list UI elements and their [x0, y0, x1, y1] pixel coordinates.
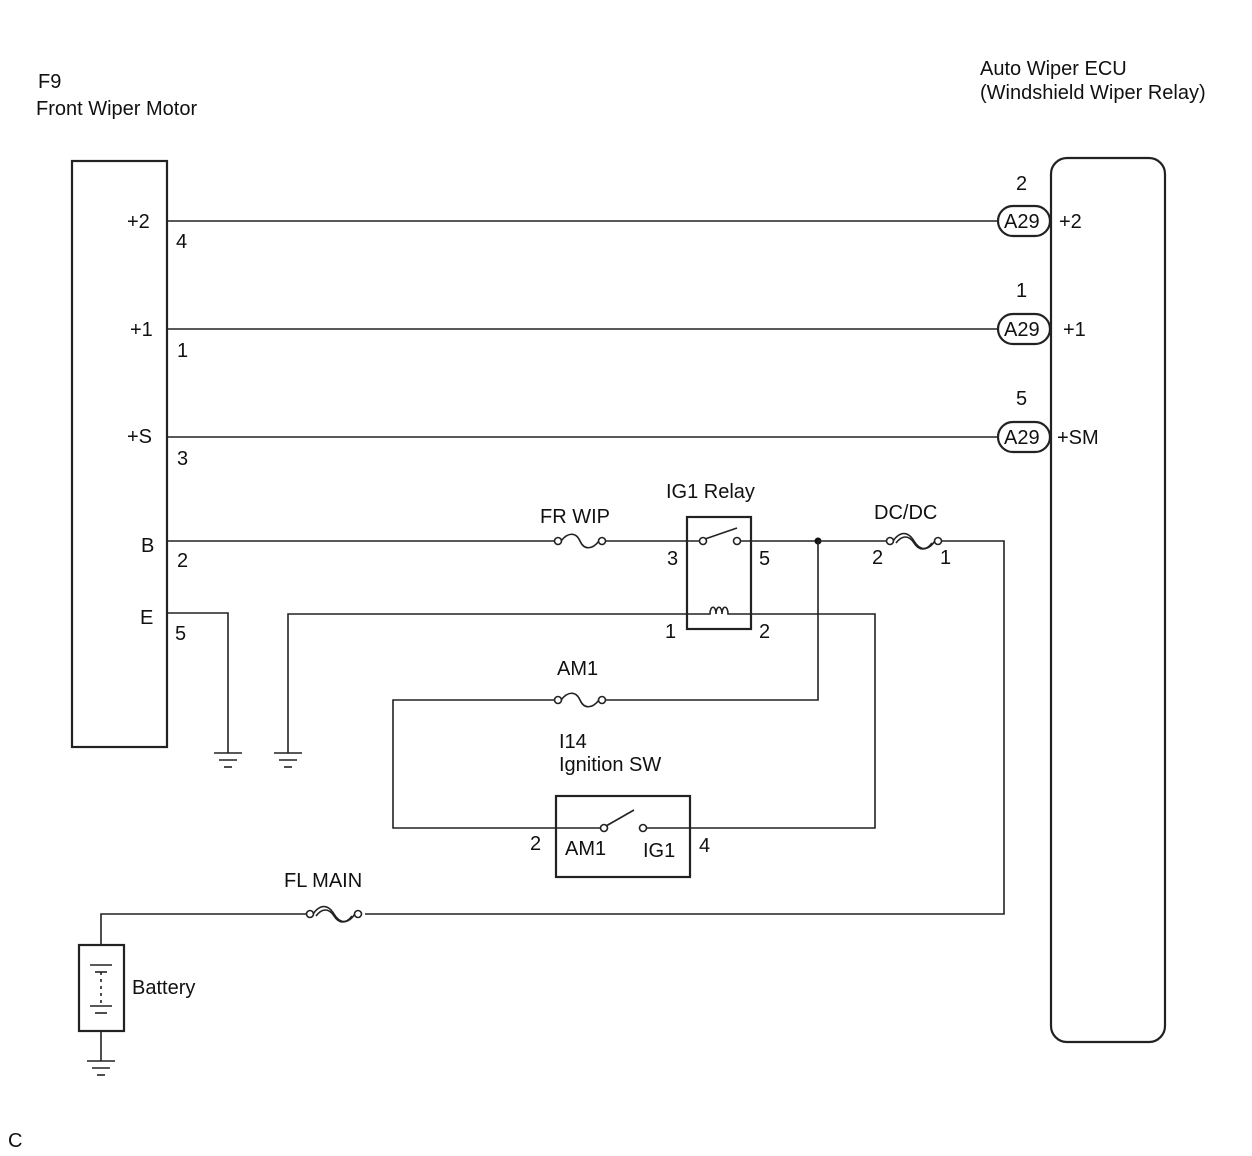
motor-pin-5: 5: [175, 623, 186, 645]
motor-name: Front Wiper Motor: [36, 98, 197, 120]
relay-pin-1: 1: [665, 621, 676, 643]
wire-relay-coil-to-ig1: [646, 613, 876, 829]
dcdc-pin-2: 2: [872, 547, 883, 569]
ecu-pin-2: 2: [1016, 173, 1027, 195]
motor-pin-1: 1: [177, 340, 188, 362]
fl-main-fusible-link: FL MAIN: [284, 870, 363, 923]
am1-label: AM1: [557, 658, 598, 680]
relay-pin-3: 3: [667, 548, 678, 570]
battery: Battery: [77, 943, 195, 1033]
ignition-box: [554, 794, 692, 879]
ecu-connector-a29-plus1-label: A29: [1004, 319, 1040, 341]
ignition-term-ig1: IG1: [643, 840, 675, 862]
auto-wiper-ecu: Auto Wiper ECU (Windshield Wiper Relay) …: [980, 58, 1206, 1044]
ig1-relay: IG1 Relay 3 5 1 2: [665, 481, 770, 643]
ig1-relay-coil: [706, 606, 734, 615]
ecu-terminal-plus2: +2: [1059, 211, 1082, 233]
dcdc-fusible-link: DC/DC 2 1: [872, 502, 951, 569]
ecu-connector-a29-plus-sm-label: A29: [1004, 427, 1040, 449]
fr-wip-label: FR WIP: [540, 506, 610, 528]
ignition-code: I14: [559, 731, 587, 753]
battery-label: Battery: [132, 977, 195, 999]
wire-am1-to-ignition: [392, 699, 602, 829]
corner-mark: C: [8, 1130, 22, 1152]
wire-fl-main-to-battery: [100, 913, 307, 945]
ground-symbol-e: [214, 752, 242, 768]
wire-dcdc-to-fl-main: [365, 540, 1005, 915]
ecu-terminal-plus1: +1: [1063, 319, 1086, 341]
relay-pin-5: 5: [759, 548, 770, 570]
fl-main-label: FL MAIN: [284, 870, 362, 892]
ground-symbol-battery: [87, 1060, 115, 1076]
ignition-switch: I14 Ignition SW AM1 IG1 2 4: [530, 731, 710, 879]
fr-wip-fuse: FR WIP: [540, 506, 610, 549]
motor-terminal-plus2: +2: [127, 211, 150, 233]
ecu-terminal-plus-sm: +SM: [1057, 427, 1099, 449]
ignition-term-am1: AM1: [565, 838, 606, 860]
ignition-pin-4: 4: [699, 835, 710, 857]
motor-code: F9: [38, 71, 61, 93]
motor-box: [70, 159, 169, 749]
front-wiper-motor: F9 Front Wiper Motor +2 4 +1 1 +S 3 B 2 …: [36, 71, 197, 749]
motor-terminal-plus1: +1: [130, 319, 153, 341]
motor-terminal-plus-s: +S: [127, 426, 152, 448]
am1-fuse: AM1: [553, 658, 607, 708]
ecu-pin-1: 1: [1016, 280, 1027, 302]
ignition-pin-2: 2: [530, 833, 541, 855]
ecu-connector-a29-plus2-label: A29: [1004, 211, 1040, 233]
dcdc-pin-1: 1: [940, 547, 951, 569]
ecu-box: [1049, 156, 1167, 1044]
wire-relay-coil-to-ground: [287, 613, 706, 753]
motor-terminal-b: B: [141, 535, 154, 557]
dcdc-label: DC/DC: [874, 502, 937, 524]
ground-symbol-relay: [274, 752, 302, 768]
motor-pin-3: 3: [177, 448, 188, 470]
ecu-subname: (Windshield Wiper Relay): [980, 82, 1206, 104]
ecu-pin-5: 5: [1016, 388, 1027, 410]
ignition-name: Ignition SW: [559, 754, 661, 776]
wire-junction-to-am1: [604, 541, 819, 701]
ig1-relay-label: IG1 Relay: [666, 481, 755, 503]
ig1-relay-box: [685, 515, 753, 631]
relay-pin-2: 2: [759, 621, 770, 643]
motor-pin-2: 2: [177, 550, 188, 572]
motor-terminal-e: E: [140, 607, 153, 629]
motor-pin-4: 4: [176, 231, 187, 253]
ecu-name: Auto Wiper ECU: [980, 58, 1127, 80]
wire-e-to-ground: [167, 612, 229, 753]
